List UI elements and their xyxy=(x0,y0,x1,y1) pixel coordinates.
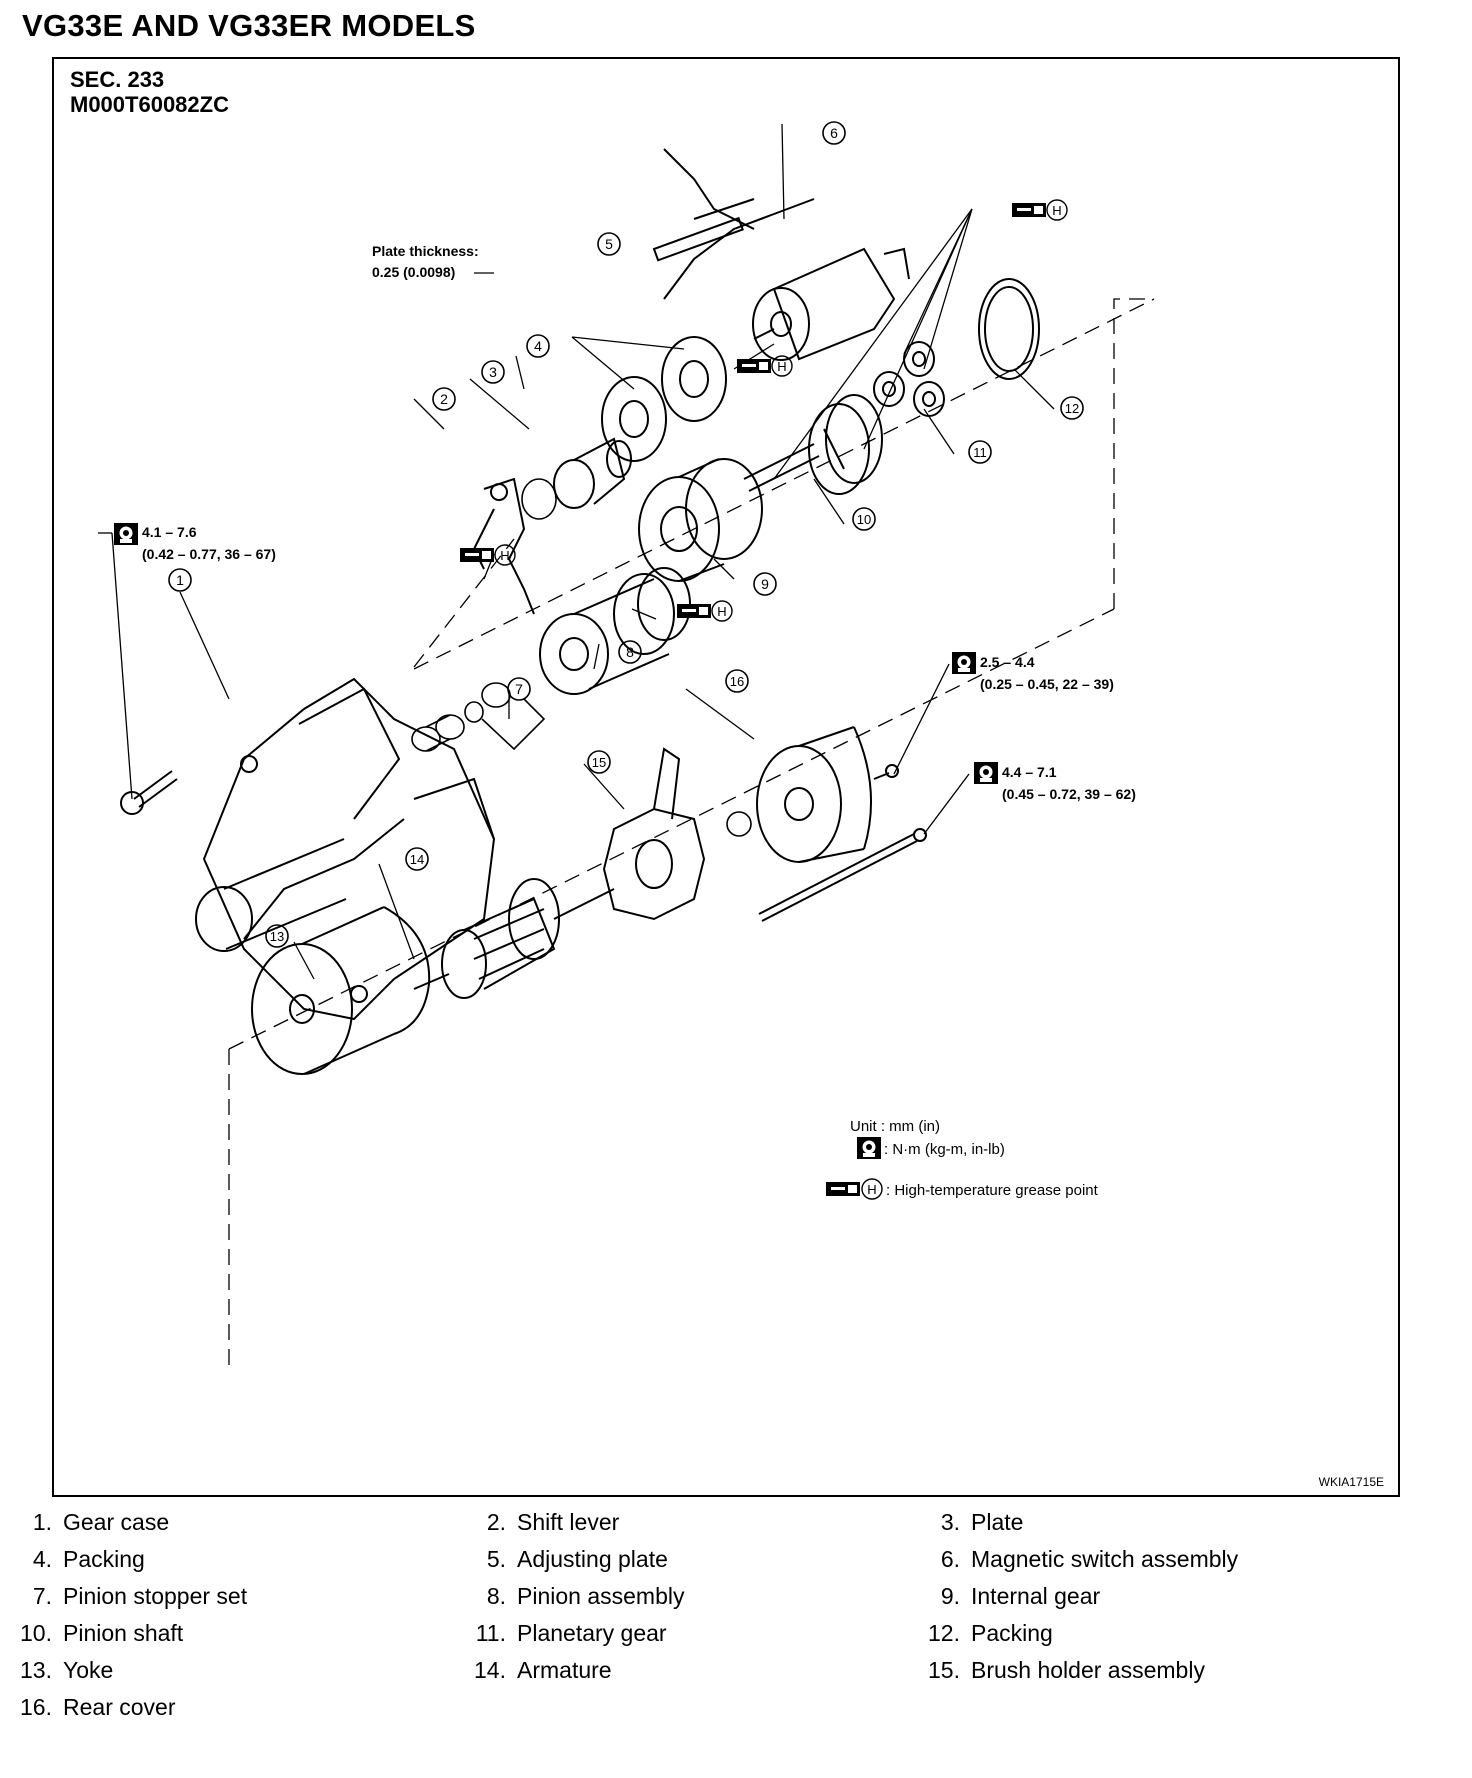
unit-text: Unit : mm (in) xyxy=(850,1118,940,1135)
pinion-assembly-drawing xyxy=(539,567,691,695)
torque-wrench-icon xyxy=(857,1137,881,1159)
internal-gear-drawing xyxy=(638,458,763,582)
torque-1-range: 4.1 – 7.6 xyxy=(142,524,197,540)
callout-9: 9 xyxy=(761,576,769,592)
torque-wrench-icon xyxy=(114,523,138,545)
plate-drawing xyxy=(521,478,557,520)
grease-gun-icon xyxy=(460,548,494,562)
grease-h-3: H xyxy=(500,548,509,563)
bushing xyxy=(411,714,465,752)
shift-lever-drawing xyxy=(472,477,535,615)
callout-2: 2 xyxy=(440,391,448,407)
grease-letters: H H H H H xyxy=(500,203,1061,1197)
rear-bushing xyxy=(726,811,752,837)
through-bolt xyxy=(758,828,927,922)
torque-3-range: 4.4 – 7.1 xyxy=(1002,764,1057,780)
callout-13: 13 xyxy=(270,929,284,944)
grease-gun-icon xyxy=(677,604,711,618)
torque-3-values: (0.45 – 0.72, 39 – 62) xyxy=(1002,786,1136,802)
section-number: SEC. 233 xyxy=(70,67,165,92)
callout-15: 15 xyxy=(592,755,606,770)
torque-2-range: 2.5 – 4.4 xyxy=(980,654,1035,670)
alignment-lines xyxy=(228,298,1155,1369)
callout-8: 8 xyxy=(626,644,634,660)
grease-h-2: H xyxy=(777,359,786,374)
callout-10: 10 xyxy=(857,512,871,527)
packing-drawing xyxy=(553,437,632,509)
callout-1: 1 xyxy=(176,572,184,588)
packing-ring-drawing xyxy=(978,278,1040,380)
plate-thickness-value: 0.25 (0.0098) xyxy=(372,264,455,280)
pinion-shaft-drawing xyxy=(743,394,883,495)
grease-h-1: H xyxy=(1052,203,1061,218)
callout-labels: 1 2 3 4 5 6 7 8 9 10 11 12 13 14 15 16 xyxy=(176,125,1079,944)
callout-16: 16 xyxy=(730,674,744,689)
callout-14: 14 xyxy=(410,852,424,867)
torque-1-values: (0.42 – 0.77, 36 – 67) xyxy=(142,546,276,562)
exploded-view-diagram: 1 2 3 4 5 6 7 8 9 10 11 12 13 14 15 16 H… xyxy=(98,121,1155,1369)
yoke-drawing xyxy=(251,906,431,1075)
torque-2-values: (0.25 – 0.45, 22 – 39) xyxy=(980,676,1114,692)
mounting-bolt xyxy=(120,770,178,815)
annotations: Plate thickness: 0.25 (0.0098) 4.1 – 7.6… xyxy=(142,243,1136,802)
diagram-frame: SEC. 233 M000T60082ZC xyxy=(52,57,1400,1497)
grease-markers xyxy=(494,199,1068,1200)
callout-3: 3 xyxy=(489,364,497,380)
page-title: VG33E AND VG33ER MODELS xyxy=(22,8,476,43)
callout-12: 12 xyxy=(1065,401,1079,416)
grease-gun-icon xyxy=(737,359,771,373)
armature-drawing xyxy=(413,878,615,999)
torque-wrench-icon xyxy=(974,762,998,784)
units-legend: Unit : mm (in) : N·m (kg-m, in-lb) : Hig… xyxy=(850,1118,1099,1199)
grease-gun-icon xyxy=(1012,203,1046,217)
grease-gun-icon xyxy=(826,1182,860,1196)
adjusting-plates xyxy=(601,336,727,462)
callout-6: 6 xyxy=(830,125,838,141)
grease-h-legend: H xyxy=(867,1182,876,1197)
leader-lines xyxy=(98,123,1055,980)
brush-holder-drawing xyxy=(602,747,706,921)
diagram-code: M000T60082ZC xyxy=(70,92,229,117)
grease-legend-text: : High-temperature grease point xyxy=(886,1182,1099,1199)
pinion-stopper-set xyxy=(464,682,546,751)
rear-cover-screw xyxy=(873,764,899,780)
gear-case-drawing xyxy=(195,677,496,1021)
grease-h-4: H xyxy=(717,604,726,619)
torque-unit-text: : N·m (kg-m, in-lb) xyxy=(884,1141,1005,1158)
callout-circles xyxy=(168,121,1084,948)
callout-7: 7 xyxy=(515,681,523,697)
torque-wrench-icon xyxy=(952,652,976,674)
callout-4: 4 xyxy=(534,338,542,354)
section-header: SEC. 233 M000T60082ZC xyxy=(70,67,229,117)
plate-thickness-label: Plate thickness: xyxy=(372,243,479,259)
rear-cover-drawing xyxy=(756,726,873,863)
callout-5: 5 xyxy=(605,236,613,252)
image-code: WKIA1715E xyxy=(1318,1475,1384,1489)
callout-11: 11 xyxy=(973,445,987,460)
magnetic-switch-drawing xyxy=(652,148,910,361)
